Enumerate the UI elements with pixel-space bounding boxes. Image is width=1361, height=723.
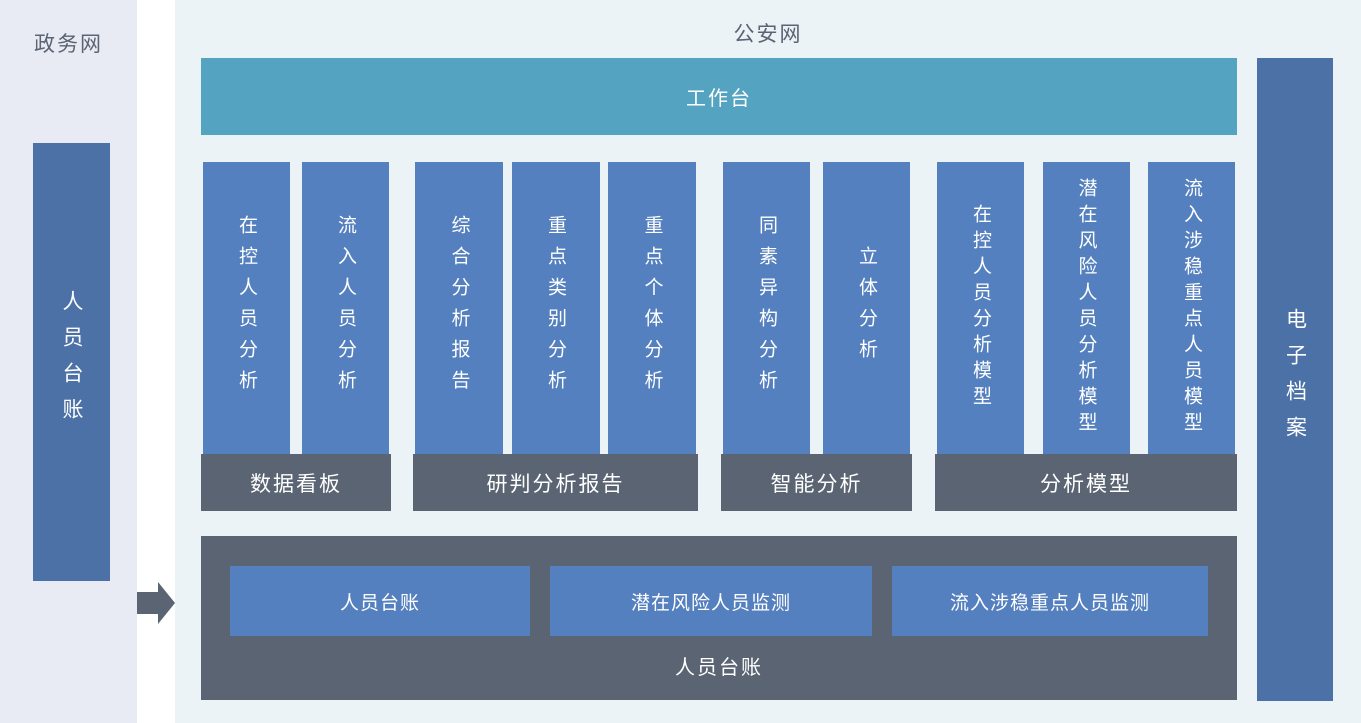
personnel-ledger-box-label: 人员台账 xyxy=(675,657,763,679)
group-label-analysis-models: 分析模型 xyxy=(935,454,1237,511)
module-isomer-analysis: 同素异构分析 xyxy=(723,162,810,454)
workbench-label: 工作台 xyxy=(686,88,752,110)
government-network-title: 政务网 xyxy=(34,33,103,56)
group-label-data-dashboard: 数据看板 xyxy=(201,454,391,511)
module-in-control-personnel-model: 在控人员分析模型 xyxy=(937,162,1024,454)
module-3d-analysis: 立体分析 xyxy=(823,162,910,454)
personnel-ledger-button: 人员台账 xyxy=(230,566,530,636)
group-analysis-models: 在控人员分析模型 潜在风险人员分析模型 流入涉稳重点人员模型 分析模型 xyxy=(935,162,1237,511)
group-label-intelligent-analysis: 智能分析 xyxy=(721,454,912,511)
module-in-control-personnel-analysis: 在控人员分析 xyxy=(203,162,290,454)
group-data-dashboard: 在控人员分析 流入人员分析 数据看板 xyxy=(201,162,391,511)
personnel-ledger-bar-left-label: 人员台账 xyxy=(60,290,83,434)
inflow-key-personnel-monitoring-button: 流入涉稳重点人员监测 xyxy=(892,566,1208,636)
public-security-network-panel: 公安网 工作台 在控人员分析 流入人员分析 数据看板 综合分析报告 重点类别 xyxy=(175,0,1361,723)
module-groups: 在控人员分析 流入人员分析 数据看板 综合分析报告 重点类别分析 重点个体分析 xyxy=(201,162,1237,511)
government-network-panel: 政务网 人员台账 xyxy=(0,0,137,723)
personnel-ledger-box: 人员台账 潜在风险人员监测 流入涉稳重点人员监测 人员台账 xyxy=(201,536,1237,700)
module-comprehensive-analysis-report: 综合分析报告 xyxy=(415,162,503,454)
module-potential-risk-personnel-model: 潜在风险人员分析模型 xyxy=(1042,162,1130,454)
group-intelligent-analysis: 同素异构分析 立体分析 智能分析 xyxy=(721,162,912,511)
electronic-archive-bar: 电子档案 xyxy=(1257,58,1333,701)
electronic-archive-bar-label: 电子档案 xyxy=(1283,307,1307,452)
workbench-bar: 工作台 xyxy=(201,58,1237,135)
module-key-individual-analysis: 重点个体分析 xyxy=(608,162,696,454)
module-key-category-analysis: 重点类别分析 xyxy=(511,162,600,454)
group-label-analysis-report: 研判分析报告 xyxy=(413,454,698,511)
personnel-ledger-bar-left: 人员台账 xyxy=(33,143,110,581)
public-security-network-title: 公安网 xyxy=(733,23,803,46)
module-inflow-key-personnel-model: 流入涉稳重点人员模型 xyxy=(1148,162,1235,454)
group-analysis-report: 综合分析报告 重点类别分析 重点个体分析 研判分析报告 xyxy=(413,162,698,511)
flow-arrow-icon xyxy=(137,582,175,624)
module-inflow-personnel-analysis: 流入人员分析 xyxy=(302,162,389,454)
potential-risk-monitoring-button: 潜在风险人员监测 xyxy=(550,566,872,636)
